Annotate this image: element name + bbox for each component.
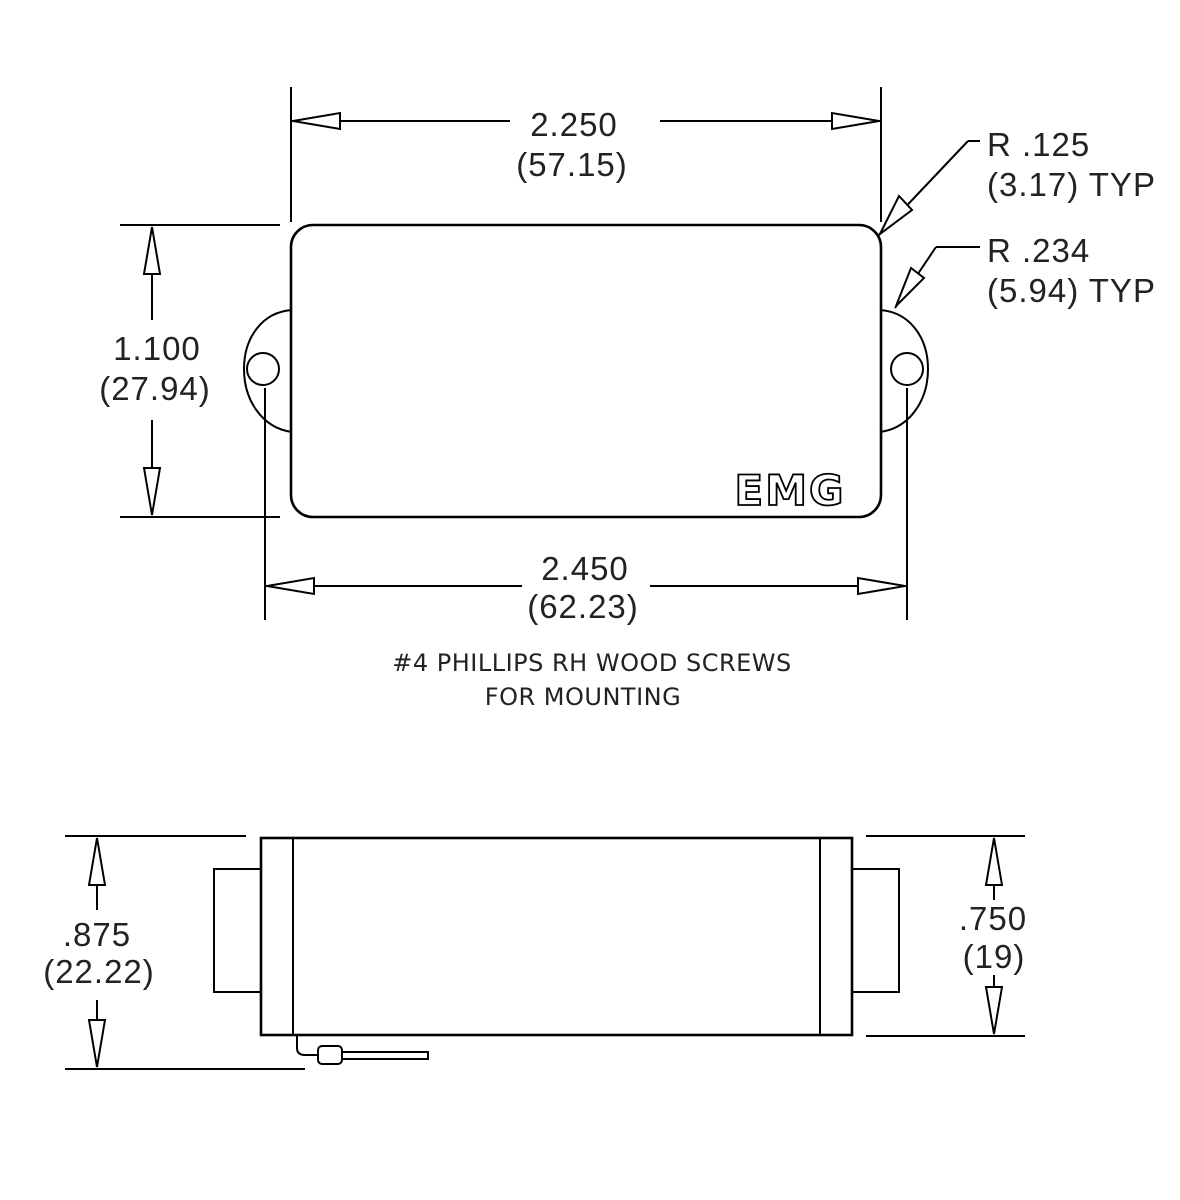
arrow-width-right xyxy=(831,111,880,131)
side-view: .875 (22.22) .750 (19) xyxy=(43,835,1027,1070)
arrow-mount-right xyxy=(857,576,906,596)
overall-height-inch-label: .875 xyxy=(63,916,131,953)
cable-wire xyxy=(341,1051,429,1060)
cable-connector xyxy=(317,1045,343,1065)
arrow-corner-radius xyxy=(879,194,914,235)
ear-radius-line2: (5.94) TYP xyxy=(987,272,1156,309)
arrow-body-bottom xyxy=(984,986,1004,1035)
arrow-overall-top xyxy=(87,837,107,886)
right-screw-hole xyxy=(890,352,924,386)
arrow-body-top xyxy=(984,837,1004,886)
left-mounting-ear xyxy=(242,309,293,433)
overall-height-mm-label: (22.22) xyxy=(43,953,155,990)
width-mm-label: (57.15) xyxy=(516,146,628,183)
emg-logo: EMG xyxy=(735,466,846,515)
arrow-ear-radius xyxy=(895,266,926,307)
ear-radius-line1: R .234 xyxy=(987,232,1090,269)
body-height-inch-label: .750 xyxy=(959,900,1027,937)
pickup-side-outline xyxy=(259,836,854,1037)
output-cable xyxy=(296,1035,318,1056)
height-mm-label: (27.94) xyxy=(99,370,211,407)
top-view: EMG 2.250 (57.15) R .125 (3.17) TYP R .2… xyxy=(99,87,1156,625)
right-side-tab xyxy=(851,868,900,993)
arrow-mount-left xyxy=(266,576,315,596)
left-side-tab xyxy=(213,868,262,993)
arrow-height-bottom xyxy=(142,467,162,516)
note-line1: #4 PHILLIPS RH WOOD SCREWS xyxy=(392,649,792,677)
body-height-mm-label: (19) xyxy=(963,938,1026,975)
note-line2: FOR MOUNTING xyxy=(485,683,681,711)
mounting-note: #4 PHILLIPS RH WOOD SCREWS FOR MOUNTING xyxy=(392,649,792,711)
height-inch-label: 1.100 xyxy=(113,330,201,367)
left-screw-hole xyxy=(246,352,280,386)
arrow-width-left xyxy=(292,111,341,131)
pickup-top-outline xyxy=(289,223,883,519)
corner-radius-line1: R .125 xyxy=(987,126,1090,163)
width-inch-label: 2.250 xyxy=(530,106,618,143)
corner-radius-line2: (3.17) TYP xyxy=(987,166,1156,203)
arrow-height-top xyxy=(142,226,162,275)
right-mounting-ear xyxy=(879,309,930,433)
arrow-overall-bottom xyxy=(87,1019,107,1068)
mount-inch-label: 2.450 xyxy=(541,550,629,587)
mount-mm-label: (62.23) xyxy=(527,588,639,625)
